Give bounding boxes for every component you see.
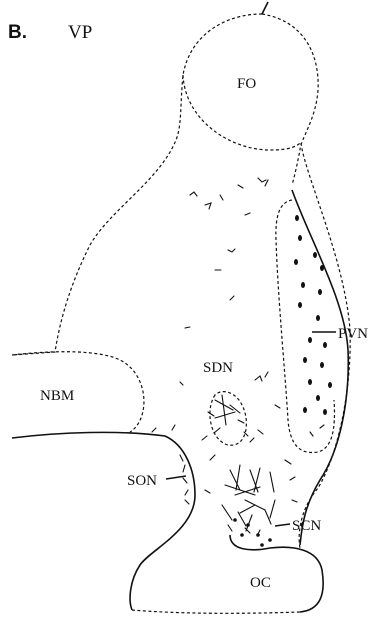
nbm-outline [12, 352, 144, 432]
oc-label: OC [250, 575, 271, 591]
scn-label: SCN [292, 518, 321, 534]
section-outline [12, 14, 350, 548]
scn-pointer [275, 524, 290, 526]
nbm-lower-edge [12, 432, 195, 610]
oc-bottom [132, 610, 300, 613]
son-label: SON [127, 473, 157, 489]
nbm-label: NBM [40, 388, 74, 404]
panel-title: VP [68, 22, 92, 43]
scn-cells [233, 518, 272, 547]
pvn-cells [294, 215, 332, 415]
son-fibers [152, 425, 189, 504]
panel-letter: B. [8, 22, 27, 43]
top-stem [262, 2, 268, 14]
fo-label: FO [237, 76, 256, 92]
ventricle-wall [292, 190, 348, 545]
sdn-label: SDN [203, 360, 233, 376]
pvn-label: PVN [338, 326, 368, 342]
oc-outline [230, 535, 323, 612]
scn-fibers [205, 455, 297, 536]
fo-outline [262, 14, 318, 185]
